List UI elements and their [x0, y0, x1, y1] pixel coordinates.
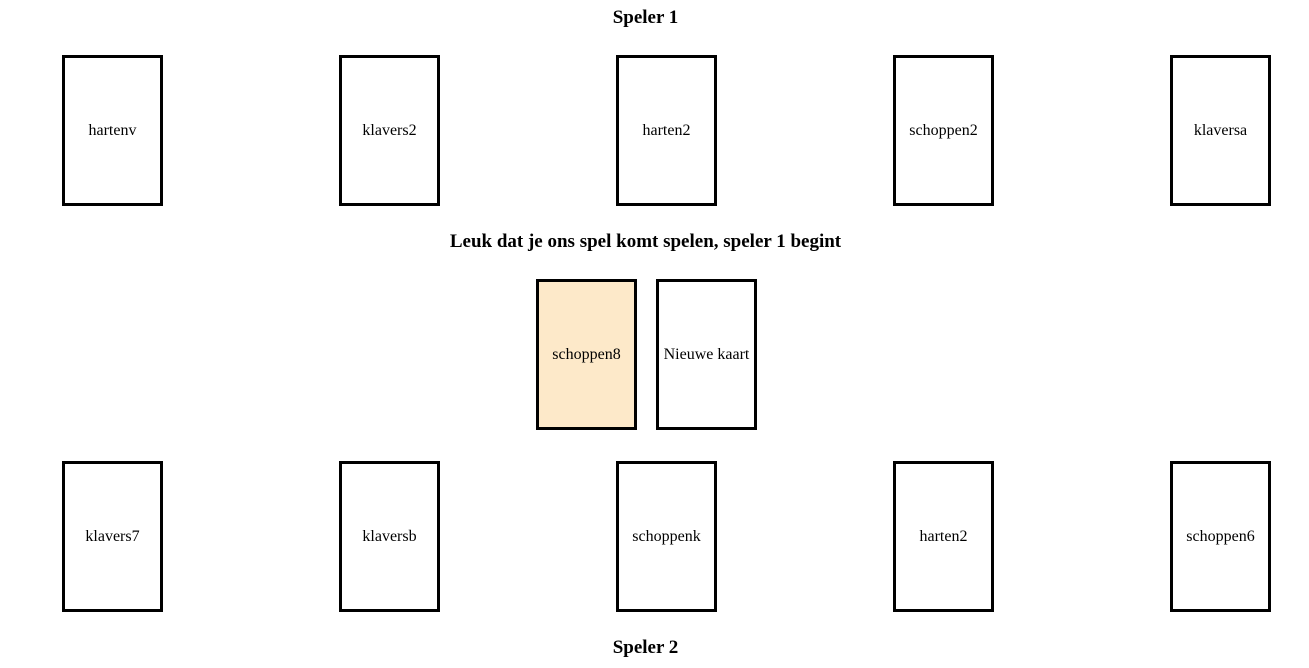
player2-card[interactable]: klaversb [339, 461, 440, 612]
card-label: harten2 [642, 121, 691, 139]
game-message: Leuk dat je ons spel komt spelen, speler… [449, 231, 842, 252]
player1-card[interactable]: hartenv [62, 55, 163, 206]
card-label: schoppen8 [552, 345, 621, 363]
player2-title: Speler 2 [612, 637, 679, 658]
card-label: klavers2 [362, 121, 417, 139]
card-label: schoppenk [632, 527, 701, 545]
draw-label: Nieuwe kaart [663, 345, 750, 363]
card-label: klavers7 [85, 527, 140, 545]
card-label: schoppen6 [1186, 527, 1255, 545]
player2-card[interactable]: schoppenk [616, 461, 717, 612]
player2-card[interactable]: harten2 [893, 461, 994, 612]
player1-card[interactable]: klaversa [1170, 55, 1271, 206]
player2-card[interactable]: klavers7 [62, 461, 163, 612]
card-label: hartenv [88, 121, 137, 139]
draw-new-card-button[interactable]: Nieuwe kaart [656, 279, 757, 430]
card-label: klaversa [1193, 121, 1248, 139]
player1-title: Speler 1 [612, 7, 679, 28]
player1-card[interactable]: klavers2 [339, 55, 440, 206]
discard-pile-card[interactable]: schoppen8 [536, 279, 637, 430]
player1-card[interactable]: harten2 [616, 55, 717, 206]
card-label: schoppen2 [909, 121, 978, 139]
card-label: harten2 [919, 527, 968, 545]
card-label: klaversb [362, 527, 417, 545]
player2-card[interactable]: schoppen6 [1170, 461, 1271, 612]
player1-card[interactable]: schoppen2 [893, 55, 994, 206]
